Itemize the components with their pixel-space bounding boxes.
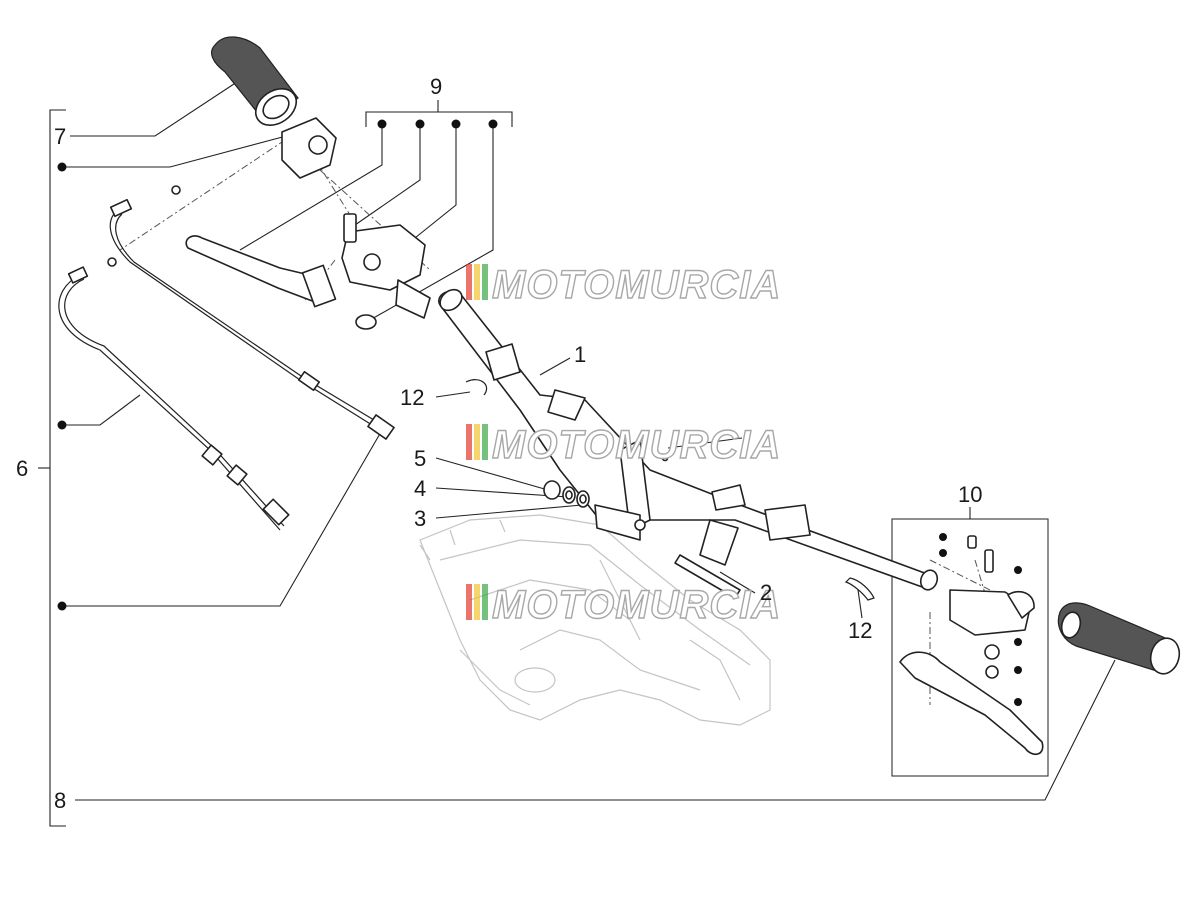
callout-7: 7 [54,124,66,149]
right-grip-part-8 [1057,602,1181,675]
callout-2: 2 [760,580,772,605]
callout-8: 8 [54,788,66,813]
watermark-bottom: MOTOMURCIA [466,582,781,628]
callout-9: 9 [430,74,442,99]
leader-lines [66,79,1116,801]
right-lever-part-10 [899,535,1044,755]
left-grip-part-7 [211,36,299,126]
background-frame-outline [419,514,771,726]
clip-part-12-right [844,577,875,601]
callout-12-right: 12 [848,618,872,643]
left-cables [58,185,395,531]
callout-10: 10 [958,482,982,507]
group-bracket-9 [365,100,513,127]
callout-labels: 1 2 3 4 5 6 7 8 9 10 12 12 [16,74,982,813]
callout-6: 6 [16,456,28,481]
watermark-text-2: MOTOMURCIA [492,423,781,467]
group-bracket-6-8 [38,109,66,827]
callout-3: 3 [414,506,426,531]
bullet-dots [57,119,1022,706]
callout-1: 1 [574,342,586,367]
callout-5: 5 [414,446,426,471]
callout-12-left: 12 [400,385,424,410]
washers-parts-3-4-5 [543,480,590,508]
handlebar-part-1 [438,288,939,591]
pin-part-2 [674,554,741,599]
watermark-middle: MOTOMURCIA [466,422,781,468]
watermark-top: MOTOMURCIA [466,262,781,308]
clip-part-12-left [465,379,488,396]
throttle-housing [281,117,337,179]
callout-4: 4 [414,476,426,501]
watermark-text-1: MOTOMURCIA [492,263,781,307]
left-brake-lever [185,235,337,308]
master-cylinder [341,213,431,330]
watermark-text-3: MOTOMURCIA [492,583,781,627]
